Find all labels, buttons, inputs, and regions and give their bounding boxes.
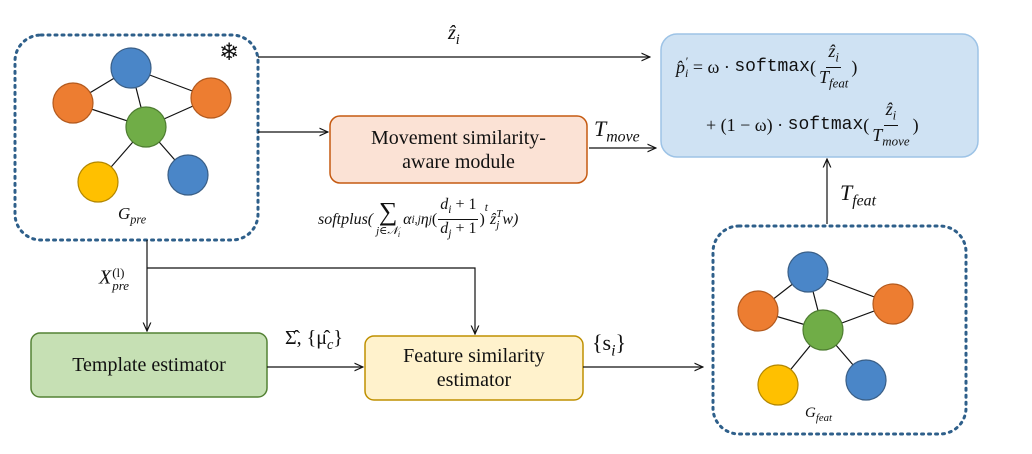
g-feat-node-blue-bottom — [845, 359, 887, 401]
x-pre-label: X(l)pre — [99, 265, 130, 293]
g-pre-node-orange-right — [190, 77, 232, 119]
template-estimator-box-shape — [30, 332, 268, 398]
g-pre-label: Gpre — [118, 204, 147, 227]
g-feat-nodes — [737, 251, 914, 406]
output-formula-box — [660, 33, 979, 158]
g-pre-node-yellow — [77, 161, 119, 203]
arrows — [147, 57, 827, 367]
template-estimator-box: Template estimator — [72, 354, 226, 376]
g-pre-node-blue-bottom — [167, 154, 209, 196]
g-feat-node-green — [802, 309, 844, 351]
g-feat-container — [711, 224, 968, 436]
g-feat-node-orange-right — [872, 283, 914, 325]
movement-module-box-shape — [329, 115, 588, 184]
g-feat-label: Gfeat — [805, 405, 833, 424]
g-pre-node-blue-top — [110, 47, 152, 89]
g-pre-node-orange-left — [52, 82, 94, 124]
t-feat-label: Tfeat — [840, 180, 876, 210]
s-i-label: {si} — [592, 330, 627, 360]
output-formula-line2: + (1 − ω) · softmax ( ẑi Tmove ) — [706, 99, 919, 149]
g-pre-nodes — [52, 47, 232, 203]
g-feat-node-yellow — [757, 364, 799, 406]
movement-module-box: Movement similarity-aware module — [371, 126, 546, 173]
g-feat-node-orange-left — [737, 290, 779, 332]
snowflake-icon: ❄ — [219, 38, 240, 66]
sigma-mu-label: Σ̂, {μ̂c} — [285, 327, 343, 353]
output-formula-line1: p̂′i = ω · softmax ( ẑi Tfeat ) — [676, 41, 858, 91]
arrow-x-pre-to-feature — [147, 267, 475, 334]
degree-fraction: di + 1 dj + 1 — [438, 196, 479, 241]
g-pre-container — [13, 33, 260, 242]
feature-estimator-box-shape — [364, 335, 584, 401]
formula-fraction-move: ẑi Tmove — [872, 99, 910, 149]
t-move-label: Tmove — [594, 116, 640, 146]
formula-fraction-feat: ẑi Tfeat — [818, 41, 849, 91]
summation: ∑ j∈𝒩i — [376, 196, 401, 239]
z-hat-label: ẑi — [448, 22, 460, 48]
g-feat-node-blue-top — [787, 251, 829, 293]
g-pre-node-green — [125, 106, 167, 148]
feature-estimator-box: Feature similarity estimator — [403, 345, 545, 391]
